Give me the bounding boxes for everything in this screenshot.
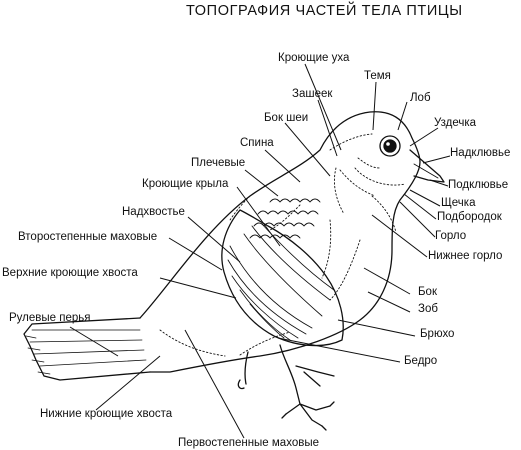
label-lower-throat: Нижнее горло: [428, 250, 503, 262]
label-primaries: Первостепенные маховые: [178, 437, 319, 449]
label-upper-tail-coverts: Верхние кроющие хвоста: [2, 267, 138, 279]
label-rump: Надхвостье: [122, 206, 185, 218]
label-nape: Зашеек: [292, 88, 333, 100]
label-cheek: Щечка: [441, 197, 476, 209]
label-upper-mandible: Надклювье: [450, 147, 511, 159]
diagram-title: ТОПОГРАФИЯ ЧАСТЕЙ ТЕЛА ПТИЦЫ: [186, 3, 463, 19]
label-forehead: Лоб: [410, 92, 431, 104]
label-wing-coverts: Кроющие крыла: [142, 178, 229, 190]
label-scapulars: Плечевые: [191, 157, 246, 169]
label-thigh: Бедро: [404, 355, 438, 367]
label-chin: Подбородок: [437, 211, 502, 223]
wing-outline: [221, 209, 344, 347]
body-outline: [139, 111, 421, 373]
label-lores: Уздечка: [434, 117, 477, 129]
label-back: Спина: [240, 137, 274, 149]
beak: [409, 149, 445, 183]
label-secondaries: Второстепенные маховые: [18, 231, 158, 243]
label-crown: Темя: [364, 70, 391, 82]
label-flank: Бок: [418, 286, 437, 298]
label-belly: Брюхо: [420, 328, 455, 340]
label-rectrices: Рулевые перья: [9, 312, 91, 324]
label-ear-coverts: Кроющие уха: [278, 52, 350, 64]
tail-outline: [23, 317, 151, 381]
label-crop: Зоб: [418, 303, 438, 315]
leader-lines: [69, 63, 451, 439]
label-throat: Горло: [435, 230, 467, 242]
label-lower-mandible: Подклювье: [448, 179, 509, 191]
leg: [244, 351, 249, 385]
label-neck-side: Бок шеи: [264, 112, 309, 124]
label-under-tail-coverts: Нижние кроющие хвоста: [40, 408, 173, 420]
